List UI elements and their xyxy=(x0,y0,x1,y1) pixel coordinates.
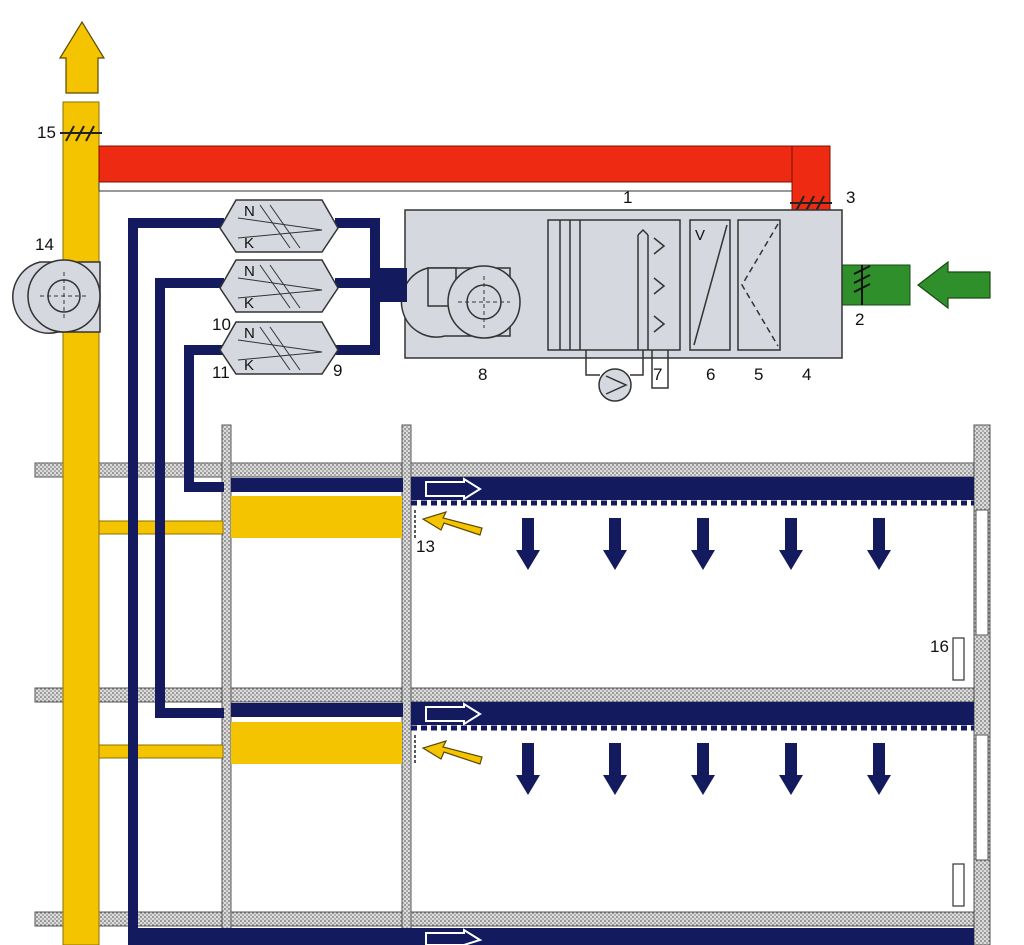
heater-letter: V xyxy=(695,227,705,244)
recirc-damper xyxy=(790,195,832,212)
down-arrow-2 xyxy=(603,518,627,570)
facade-wall xyxy=(973,424,991,945)
building-structure xyxy=(34,424,991,945)
box1-k-letter: K xyxy=(244,235,254,252)
label-3: 3 xyxy=(846,188,855,207)
supply-riser-middle xyxy=(155,278,224,718)
box3-k-letter: K xyxy=(244,357,254,374)
exhaust-outlet-arrow xyxy=(58,20,106,94)
label-12: 12 xyxy=(680,479,699,498)
window-2 xyxy=(975,734,989,861)
label-9: 9 xyxy=(333,361,342,380)
exhaust-riser xyxy=(62,101,100,945)
floor-slab-3 xyxy=(34,911,991,927)
window-1 xyxy=(975,509,989,636)
shaft-wall-left xyxy=(221,424,232,945)
label-10: 10 xyxy=(212,315,231,334)
supply-duct-floor-1 xyxy=(411,477,974,500)
label-6: 6 xyxy=(706,365,715,384)
floor-slab-1 xyxy=(34,462,991,478)
label-4: 4 xyxy=(802,365,811,384)
mixing-box-2: N K xyxy=(219,259,339,313)
exhaust-inlet-arrow-2 xyxy=(421,740,483,765)
component-labels: 1 2 3 4 5 6 7 8 9 10 11 12 13 14 15 16 xyxy=(35,123,949,656)
label-11: 11 xyxy=(212,363,230,382)
room-sensor-1 xyxy=(952,637,965,681)
label-5: 5 xyxy=(754,365,763,384)
label-14: 14 xyxy=(35,235,54,254)
exhaust-damper xyxy=(60,125,102,142)
return-air-duct xyxy=(98,145,832,213)
room-sensor-2 xyxy=(952,863,965,907)
exhaust-inlet-arrow-1 xyxy=(421,511,483,536)
box3-n-letter: N xyxy=(244,325,255,342)
down-arrow-4 xyxy=(779,518,803,570)
exhaust-plenum-1 xyxy=(231,496,402,538)
down-arrow-8 xyxy=(691,743,715,795)
air-handling-unit: V xyxy=(400,209,843,402)
exhaust-plenum-2 xyxy=(231,722,402,764)
down-arrow-3 xyxy=(691,518,715,570)
heater-section: V xyxy=(689,219,731,351)
down-arrow-6 xyxy=(516,743,540,795)
supply-riser-outer xyxy=(128,218,224,945)
fresh-air-arrow xyxy=(917,260,991,310)
fresh-air-intake xyxy=(841,260,991,310)
down-arrow-7 xyxy=(603,743,627,795)
down-arrow-1 xyxy=(516,518,540,570)
floor-slab-2 xyxy=(34,687,991,703)
mixing-box-3: N K xyxy=(219,321,339,375)
supply-fan xyxy=(400,265,521,339)
exhaust-fan xyxy=(12,259,101,334)
box2-k-letter: K xyxy=(244,295,254,312)
label-13: 13 xyxy=(416,537,435,556)
label-1: 1 xyxy=(623,188,632,207)
supply-duct-floor-2 xyxy=(411,702,974,725)
label-15: 15 xyxy=(37,123,56,142)
supply-system xyxy=(128,218,974,945)
box2-n-letter: N xyxy=(244,263,255,280)
humidifier-section xyxy=(547,219,681,402)
down-arrow-9 xyxy=(779,743,803,795)
label-2: 2 xyxy=(855,310,864,329)
box1-n-letter: N xyxy=(244,203,255,220)
label-8: 8 xyxy=(478,365,487,384)
mixing-box-1: N K xyxy=(219,199,339,253)
down-arrow-5 xyxy=(867,518,891,570)
filter-section xyxy=(737,219,781,351)
down-arrow-10 xyxy=(867,743,891,795)
label-7: 7 xyxy=(653,365,662,384)
shaft-wall-right xyxy=(401,424,412,945)
exhaust-branch-2 xyxy=(98,744,224,759)
label-16: 16 xyxy=(930,637,949,656)
supply-riser-inner xyxy=(184,345,224,492)
supply-air-arrows xyxy=(516,518,891,795)
